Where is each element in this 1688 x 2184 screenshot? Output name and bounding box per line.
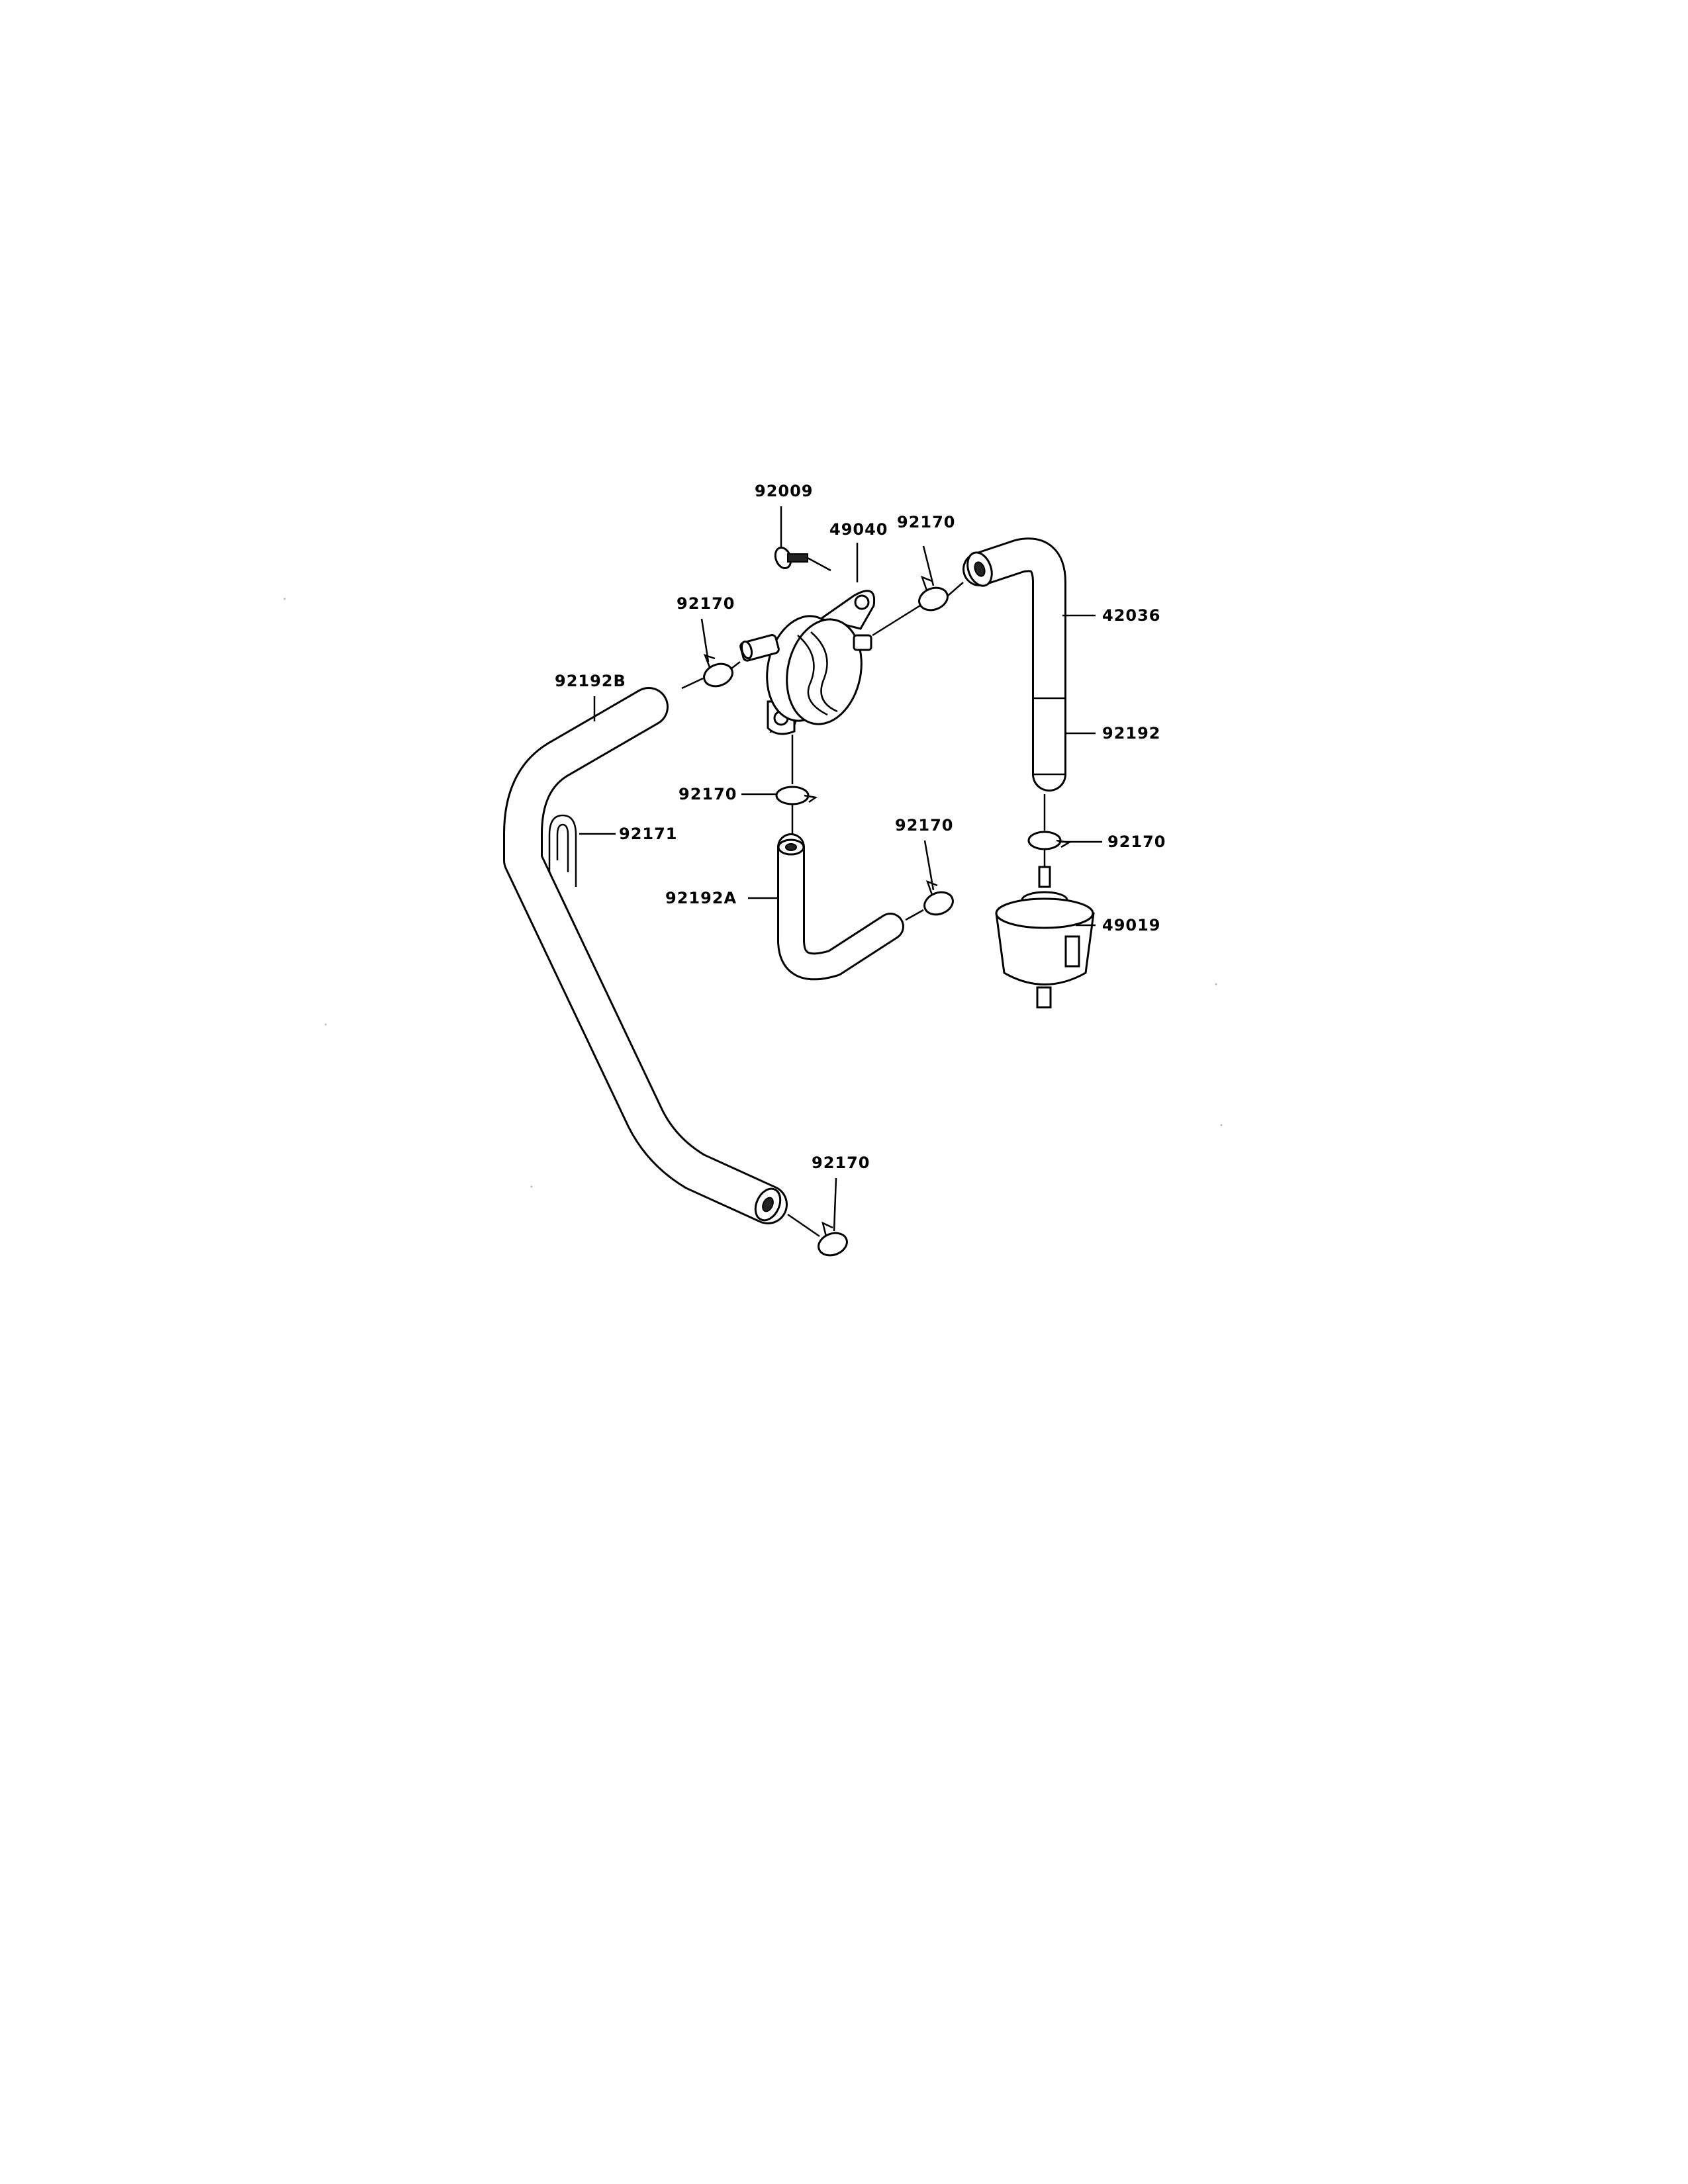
clamp-hose-a (923, 880, 954, 916)
hose-92192b (503, 687, 788, 1224)
scan-specks (283, 598, 1223, 1188)
clamp-pump-right (918, 575, 949, 612)
clamp-right-mid (1027, 831, 1072, 850)
label-92170-pump-bottom: 92170 (679, 785, 737, 803)
label-92171: 92171 (619, 825, 678, 843)
label-92192: 92192 (1102, 724, 1161, 743)
fuel-filter-49019 (995, 866, 1095, 1009)
label-92170-right-mid: 92170 (1107, 833, 1166, 851)
label-92192b: 92192B (555, 672, 626, 690)
leader-lines (579, 506, 1102, 1238)
label-42036: 42036 (1102, 606, 1161, 625)
screw-92009 (774, 547, 808, 569)
label-92192a: 92192A (665, 889, 737, 907)
label-49019: 49019 (1102, 916, 1161, 934)
clamp-pump-left (703, 653, 733, 688)
label-92170-bottom: 92170 (812, 1154, 870, 1172)
hose-92192a (777, 833, 904, 981)
clamp-pump-bottom (775, 786, 818, 805)
fuel-pump-49040 (739, 590, 876, 735)
label-92170-pump-right: 92170 (897, 513, 956, 531)
label-92170-pump-left: 92170 (677, 594, 735, 613)
clip-92171 (548, 814, 577, 887)
clamp-bottom (818, 1221, 848, 1257)
part-labels: 92009 49040 92170 92170 42036 92192B 921… (555, 482, 1166, 1172)
label-92009: 92009 (755, 482, 814, 500)
hose-42036 (962, 537, 1066, 792)
label-92170-hose-a: 92170 (895, 816, 954, 835)
label-49040: 49040 (829, 520, 888, 539)
